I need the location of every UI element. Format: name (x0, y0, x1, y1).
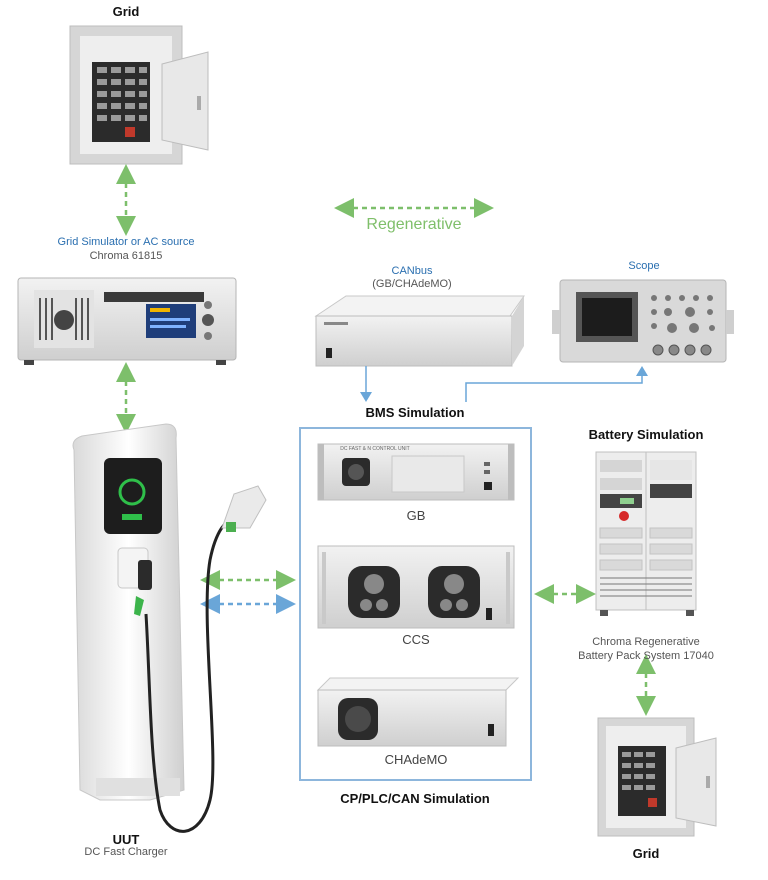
uut-charger-icon (72, 423, 267, 833)
grid-simulator-model: Chroma 61815 (89, 250, 163, 262)
bms-simulation-title: BMS Simulation (365, 405, 465, 420)
gb-device-icon (317, 443, 515, 501)
simulation-box (299, 427, 532, 781)
gb-label: GB (406, 508, 426, 523)
ccs-device-icon (317, 545, 515, 629)
battery-model-line1: Chroma Regenerative (592, 636, 700, 648)
gb-device-text: DC FAST & N CONTROL UNIT (340, 446, 410, 452)
grid-top-title: Grid (112, 4, 140, 19)
battery-cabinet-icon (595, 451, 697, 616)
uut-subtitle: DC Fast Charger (84, 846, 168, 858)
cp-plc-can-simulation-title: CP/PLC/CAN Simulation (340, 791, 490, 806)
scope-device-icon (552, 279, 734, 363)
grid-simulator-title: Grid Simulator or AC source (57, 236, 195, 248)
grid-simulator-device-icon (17, 277, 237, 365)
grid-bottom-title: Grid (632, 846, 660, 861)
ccs-label: CCS (402, 632, 430, 647)
battery-model-line2: Battery Pack System 17040 (578, 650, 714, 662)
canbus-subtitle: (GB/CHAdeMO) (372, 278, 452, 290)
chademo-device-icon (316, 677, 520, 747)
scope-title: Scope (628, 260, 660, 272)
battery-simulation-title: Battery Simulation (588, 427, 704, 442)
bms-connection-lines (360, 366, 648, 402)
canbus-title: CANbus (391, 265, 433, 277)
regenerative-label: Regenerative (366, 216, 462, 233)
grid-top-cabinet-icon (69, 25, 209, 165)
uut-title: UUT (112, 832, 140, 847)
grid-bottom-cabinet-icon (597, 717, 717, 837)
canbus-device-icon (314, 295, 525, 367)
chademo-label: CHAdeMO (384, 752, 448, 767)
